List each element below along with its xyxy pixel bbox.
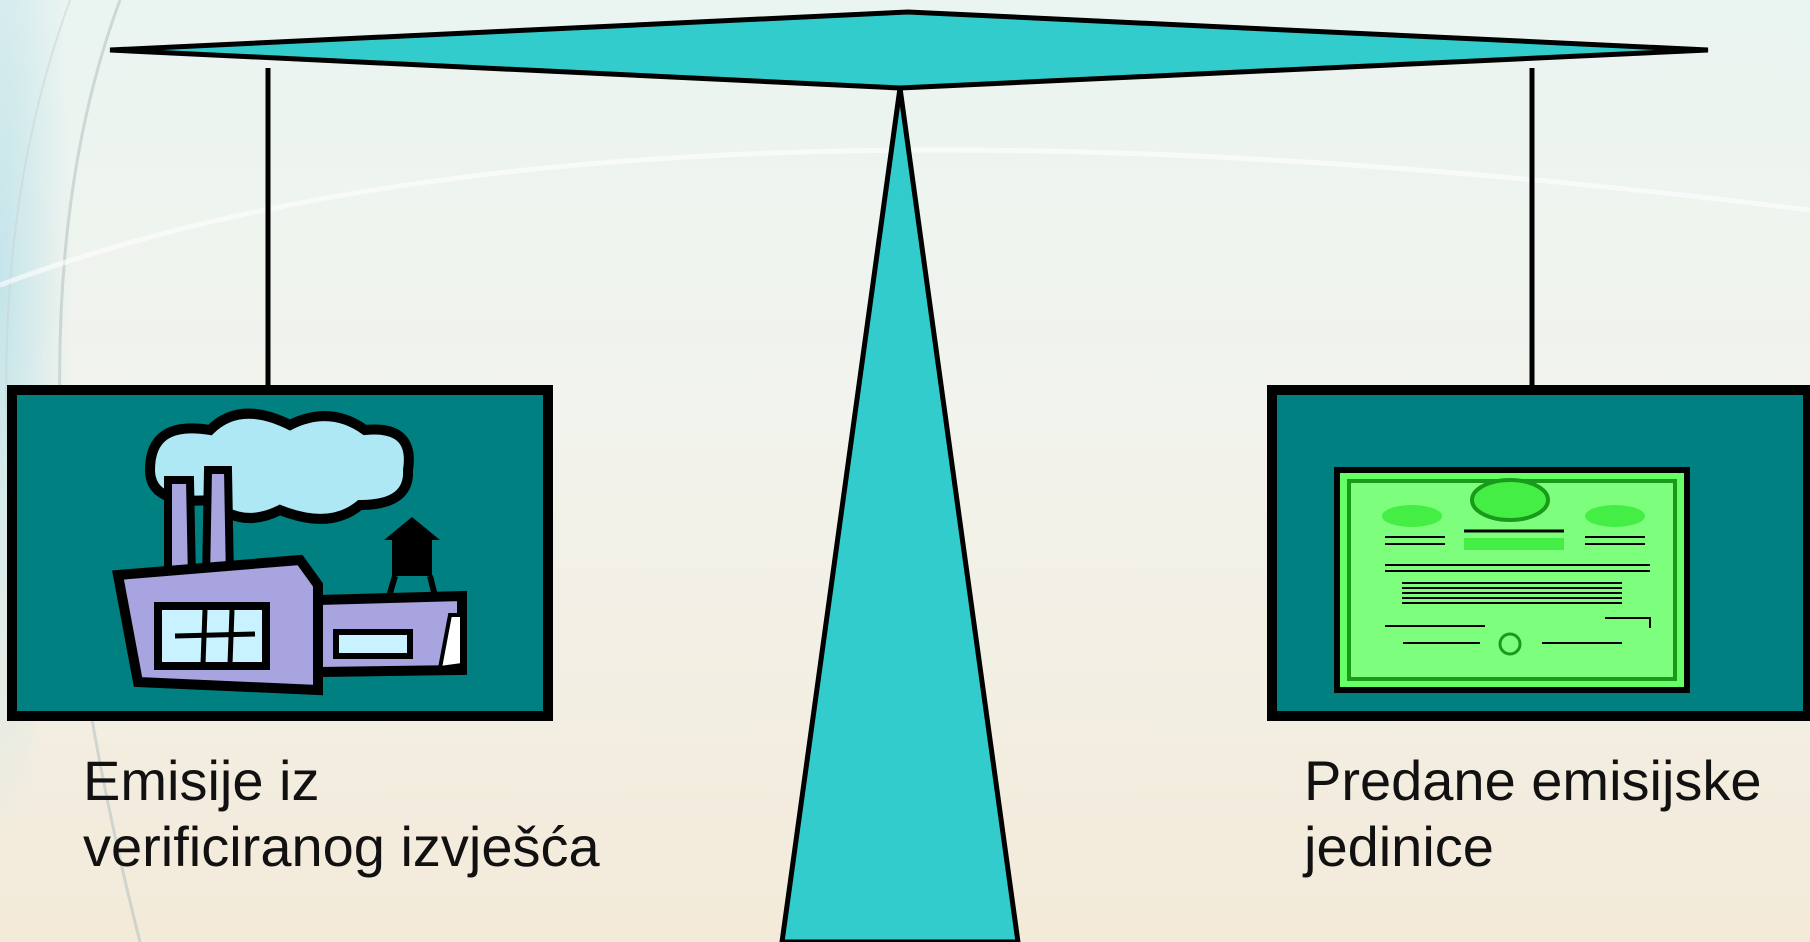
scale-beam: [109, 9, 1709, 91]
left-pan-caption: Emisije iz verificiranog izvješća: [83, 748, 600, 880]
right-pan-caption: Predane emisijske jedinice: [1304, 748, 1762, 880]
factory-icon: [112, 408, 467, 696]
left-caption-line-1: Emisije iz: [83, 749, 320, 812]
certificate-icon: [1334, 467, 1690, 693]
right-pan: [1267, 385, 1810, 721]
left-pan: [7, 385, 553, 721]
left-caption-line-2: verificiranog izvješća: [83, 815, 600, 878]
right-caption-line-2: jedinice: [1304, 815, 1494, 878]
scale-stand: [779, 87, 1021, 942]
right-caption-line-1: Predane emisijske: [1304, 749, 1762, 812]
